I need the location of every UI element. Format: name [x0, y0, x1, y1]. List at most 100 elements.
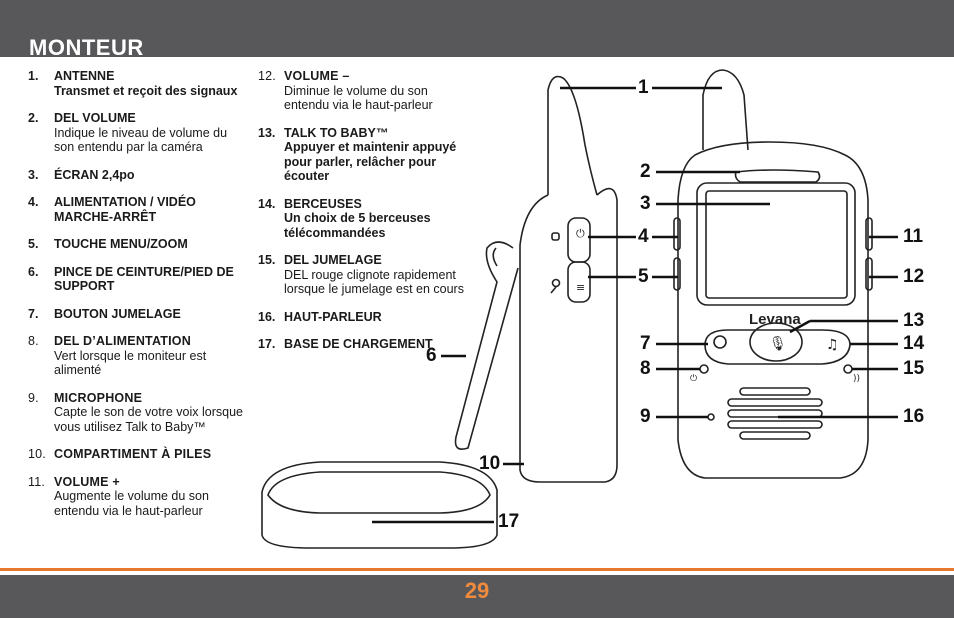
legend-item-title: DEL JUMELAGE [284, 253, 382, 267]
brand-logo: Levana [749, 311, 801, 328]
legend-item-number: 2. [28, 111, 39, 125]
callout-4: 4 [638, 226, 649, 247]
side-menu-button [567, 261, 591, 303]
callout-9: 9 [640, 406, 651, 427]
legend-item-description: Indique le niveau de volume du son enten… [54, 125, 228, 155]
control-bar [704, 329, 851, 365]
legend-item-number: 1. [28, 69, 39, 83]
legend-item-number: 12. [258, 69, 276, 83]
page-title: MONTEUR [29, 35, 144, 60]
legend-item-title: BERCEUSES [284, 196, 362, 211]
legend-item-description: Vert lorsque le moniteur est alimenté [54, 348, 207, 378]
pair-led [843, 364, 853, 374]
legend-item-title: ANTENNE [54, 69, 115, 83]
legend-item-number: 7. [28, 306, 39, 321]
svg-text:)): )) [853, 374, 860, 384]
legend-item-number: 17. [258, 337, 276, 351]
volume-led [734, 169, 821, 183]
legend-item: 7. BOUTON JUMELAGE [28, 307, 243, 322]
callout-12: 12 [903, 266, 925, 287]
page-number: 29 [464, 578, 490, 603]
svg-text:♫: ♫ [826, 337, 839, 353]
legend-item-title: BOUTON JUMELAGE [54, 306, 181, 321]
callout-14: 14 [903, 333, 925, 354]
legend-item-number: 14. [258, 196, 276, 211]
legend-item-description: DEL rouge clignote rapidement lorsque le… [284, 267, 464, 297]
page-header: MONTEUR [0, 0, 954, 60]
legend-column-right: 12. VOLUME –Diminue le volume du son ente… [258, 69, 473, 365]
legend-item-number: 11. [28, 474, 46, 489]
legend-item-description: Capte le son de votre voix lorsque vous … [54, 405, 243, 434]
callout-11: 11 [903, 226, 924, 247]
side-antenna [547, 75, 598, 196]
callout-3: 3 [640, 193, 651, 214]
legend-item: 5. TOUCHE MENU/ZOOM [28, 237, 243, 252]
legend-item: 4. ALIMENTATION / VIDÉO MARCHE-ARRÊT [28, 195, 243, 224]
power-led [699, 364, 709, 374]
microphone [707, 413, 715, 421]
legend-item-number: 10. [28, 447, 46, 461]
legend-item-title: BASE DE CHARGEMENT [284, 337, 433, 351]
legend-item-number: 3. [28, 167, 39, 182]
legend-item-title: VOLUME + [54, 474, 120, 489]
page-footer [0, 575, 954, 618]
legend-item-title: COMPARTIMENT À PILES [54, 447, 212, 461]
callout-5: 5 [638, 266, 649, 287]
callout-8: 8 [640, 358, 651, 379]
legend-item: 17. BASE DE CHARGEMENT [258, 337, 473, 352]
callout-15: 15 [903, 358, 925, 379]
legend-item: 12. VOLUME –Diminue le volume du son ente… [258, 69, 473, 113]
callout-2: 2 [640, 161, 651, 182]
legend-item-title: HAUT-PARLEUR [284, 309, 382, 324]
legend-item-description: Diminue le volume du son entendu via le … [284, 83, 433, 113]
callout-10: 10 [479, 453, 501, 474]
legend-item-description: Appuyer et maintenir appuyé pour parler,… [284, 140, 457, 183]
legend-item-title: MICROPHONE [54, 390, 143, 405]
front-antenna [702, 69, 749, 151]
legend-item-number: 4. [28, 195, 39, 209]
legend-item: 3. ÉCRAN 2,4po [28, 168, 243, 183]
footer-accent-line [0, 568, 954, 571]
side-power-button [567, 217, 591, 263]
legend-item: 10. COMPARTIMENT À PILES [28, 447, 243, 462]
callout-6: 6 [426, 345, 437, 366]
callout-13: 13 [903, 310, 925, 331]
legend-item-title: ÉCRAN 2,4po [54, 167, 135, 182]
legend-item-description: Augmente le volume du son entendu via le… [54, 489, 209, 518]
front-body [677, 141, 869, 479]
callout-7: 7 [640, 333, 651, 354]
legend-item-description: Un choix de 5 berceuses télécommandées [284, 211, 431, 240]
legend-item-number: 15. [258, 253, 276, 267]
side-body [519, 187, 618, 483]
legend-item-description: Transmet et reçoit des signaux [54, 83, 238, 98]
legend-item-title: PINCE DE CEINTURE/PIED DE SUPPORT [54, 264, 234, 294]
screen [696, 182, 856, 306]
legend-item-number: 5. [28, 237, 39, 251]
legend-item-title: TOUCHE MENU/ZOOM [54, 237, 188, 251]
callout-1: 1 [638, 77, 649, 98]
legend-item-number: 16. [258, 309, 276, 324]
legend-item-title: TALK TO BABY™ [284, 125, 389, 140]
legend-item-title: ALIMENTATION / VIDÉO MARCHE-ARRÊT [54, 195, 196, 224]
callout-16: 16 [903, 406, 925, 427]
legend-item-number: 9. [28, 390, 39, 405]
legend-item-number: 6. [28, 264, 39, 279]
talk-button [749, 322, 803, 362]
svg-text:⏻: ⏻ [576, 227, 585, 240]
charging-base [261, 461, 498, 549]
legend-item-title: VOLUME – [284, 69, 350, 83]
legend-item: 11. VOLUME +Augmente le volume du son ent… [28, 475, 243, 519]
svg-text:🎙: 🎙 [769, 335, 787, 352]
legend-item: 16. HAUT-PARLEUR [258, 310, 473, 325]
legend-item: 6. PINCE DE CEINTURE/PIED DE SUPPORT [28, 265, 243, 294]
legend-item-title: DEL D’ALIMENTATION [54, 334, 191, 348]
callout-17: 17 [498, 511, 520, 532]
